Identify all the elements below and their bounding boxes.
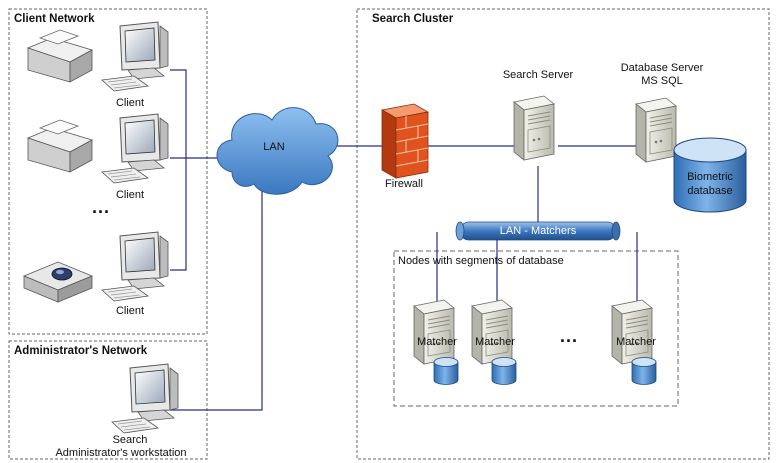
matcher-server-icon [413,299,455,365]
client-computer-icon [101,21,169,92]
client-network-region [8,8,208,335]
database-server-label: Database Server [620,62,704,74]
biometric-database-icon [673,137,747,213]
matcher-label: Matcher [417,336,457,348]
matcher-database-icon [491,357,517,385]
printer-icon [26,29,94,83]
matcher-server-icon [611,299,653,365]
fingerprint-scanner-icon [22,261,94,303]
admin-network-region [8,340,208,460]
search-cluster-region [356,8,770,460]
connection-lines [170,69,638,411]
admin-workstation-sublabel: Administrator's workstation [55,447,187,459]
admin-workstation-icon [111,363,179,434]
client-ellipsis: ... [91,197,111,217]
client-computer-icon [101,231,169,302]
lan-matchers-label: LAN - Matchers [499,225,577,237]
admin-network-title: Administrator's Network [14,345,148,357]
matcher-database-icon [433,357,459,385]
database-server-icon [635,97,677,163]
client-label: Client [115,97,145,109]
client-label: Client [115,305,145,317]
search-cluster-title: Search Cluster [372,13,454,25]
matcher-server-icon [471,299,513,365]
firewall-label: Firewall [385,178,423,190]
firewall-icon [380,103,430,179]
lan-matchers-pipe [455,221,621,241]
database-server-sublabel: MS SQL [641,75,683,87]
nodes-group-region [393,250,679,407]
client-label: Client [115,189,145,201]
lan-label: LAN [263,141,285,153]
matcher-label: Matcher [475,336,515,348]
admin-workstation-label: Search [112,434,148,446]
matcher-label: Matcher [616,336,656,348]
client-computer-icon [101,113,169,184]
lan-cloud-icon [216,107,339,195]
nodes-group-title: Nodes with segments of database [398,255,564,267]
search-server-icon [513,95,555,161]
client-network-title: Client Network [14,13,95,25]
biometric-database-label: Biometric [687,171,733,183]
biometric-database-sublabel: database [687,185,733,197]
printer-icon [26,119,94,173]
matcher-ellipsis: ... [559,326,579,346]
search-server-label: Search Server [502,69,574,81]
matcher-database-icon [631,357,657,385]
